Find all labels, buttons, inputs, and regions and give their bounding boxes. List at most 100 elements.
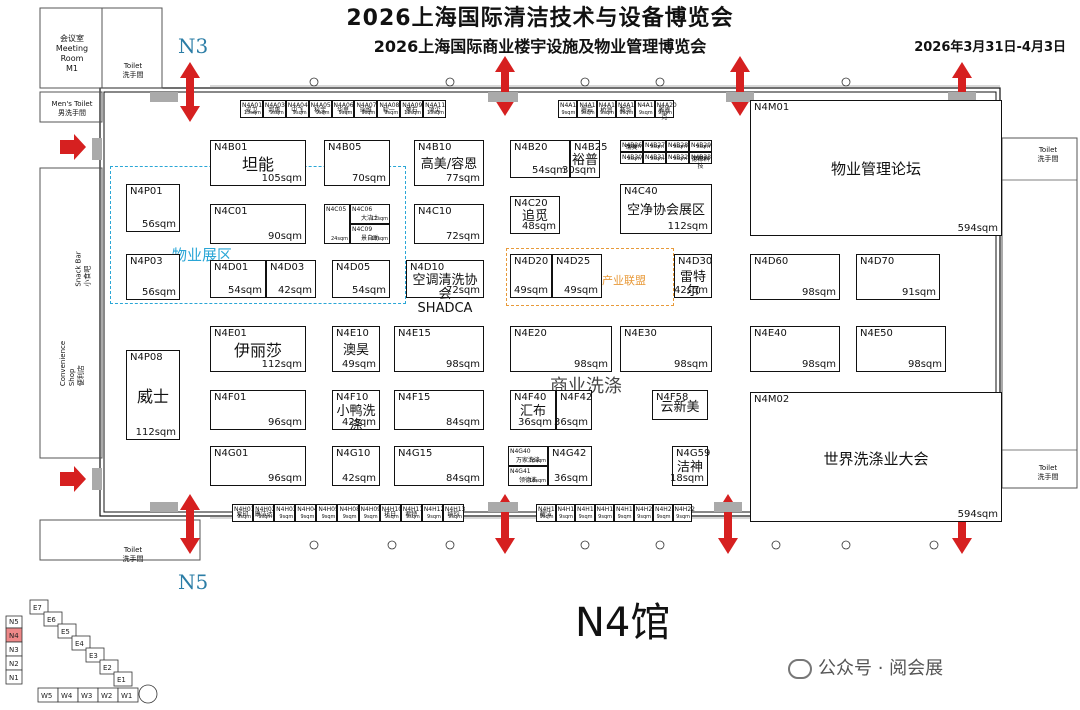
zone-yangtze[interactable] bbox=[506, 248, 674, 306]
gate-north[interactable]: N3 bbox=[178, 34, 209, 58]
gate-south[interactable]: N5 bbox=[178, 570, 209, 594]
minimap-hall-w1[interactable] bbox=[117, 687, 139, 703]
minimap-hall-e6[interactable] bbox=[43, 611, 63, 627]
minimap-hall-n1[interactable] bbox=[5, 669, 23, 685]
minimap-hall-e1[interactable] bbox=[113, 671, 133, 687]
minimap-hall-e4[interactable] bbox=[71, 635, 91, 651]
minimap-hall-e2[interactable] bbox=[99, 659, 119, 675]
minimap-hall-e3[interactable] bbox=[85, 647, 105, 663]
minimap-hall-e7[interactable] bbox=[29, 599, 49, 615]
minimap-hall-e5[interactable] bbox=[57, 623, 77, 639]
